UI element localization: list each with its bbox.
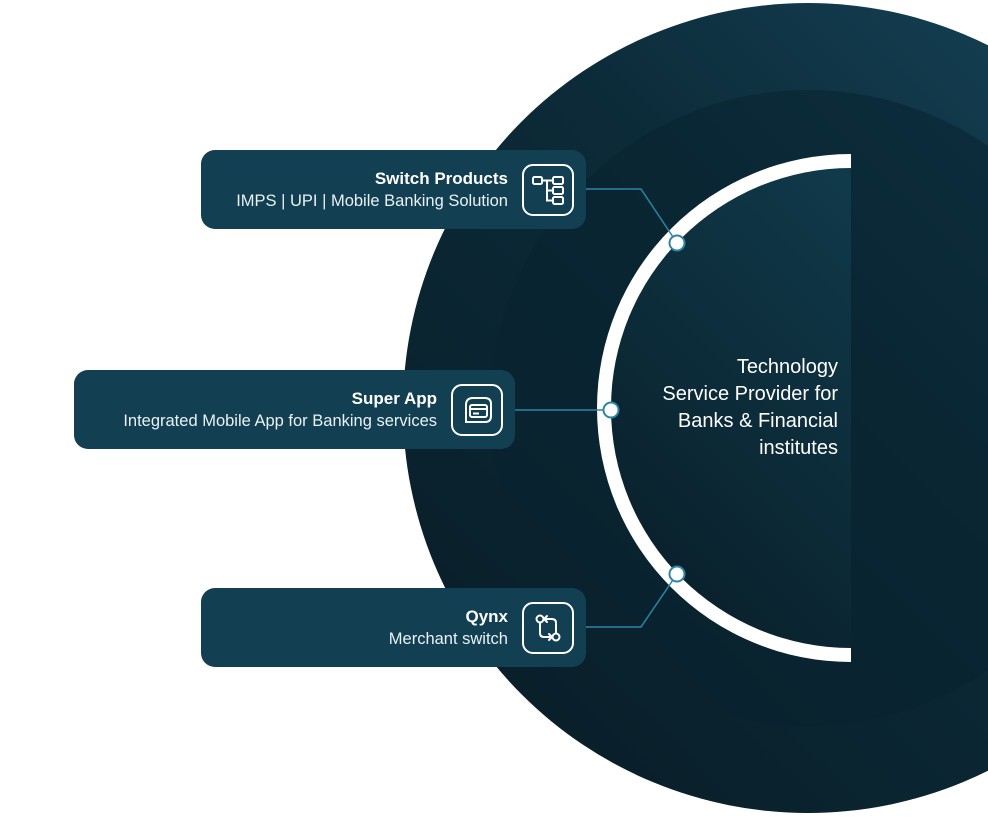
flow-diagram-icon bbox=[522, 163, 574, 216]
card-switch-products[interactable]: Switch Products IMPS | UPI | Mobile Bank… bbox=[201, 150, 586, 229]
card-switch-products-text: Switch Products IMPS | UPI | Mobile Bank… bbox=[236, 168, 508, 212]
card-qynx-text: Qynx Merchant switch bbox=[389, 606, 508, 650]
card-subtitle: Integrated Mobile App for Banking servic… bbox=[123, 411, 437, 430]
card-subtitle: IMPS | UPI | Mobile Banking Solution bbox=[236, 191, 508, 210]
node-switch-products bbox=[668, 234, 686, 252]
connector-switch-products bbox=[586, 188, 678, 244]
card-chat-icon bbox=[451, 383, 503, 436]
node-super-app bbox=[602, 401, 620, 419]
inner-half-disc bbox=[611, 168, 851, 648]
card-title: Super App bbox=[351, 388, 437, 408]
card-title: Qynx bbox=[465, 606, 508, 626]
card-super-app-text: Super App Integrated Mobile App for Bank… bbox=[123, 388, 437, 432]
card-title: Switch Products bbox=[374, 168, 508, 188]
card-subtitle: Merchant switch bbox=[388, 629, 508, 648]
center-description: Technology Service Provider for Banks & … bbox=[662, 356, 838, 459]
card-super-app[interactable]: Super App Integrated Mobile App for Bank… bbox=[74, 370, 515, 449]
connector-qynx bbox=[586, 573, 678, 628]
card-qynx[interactable]: Qynx Merchant switch bbox=[201, 588, 586, 667]
node-qynx bbox=[668, 565, 686, 583]
git-compare-icon bbox=[522, 601, 574, 654]
